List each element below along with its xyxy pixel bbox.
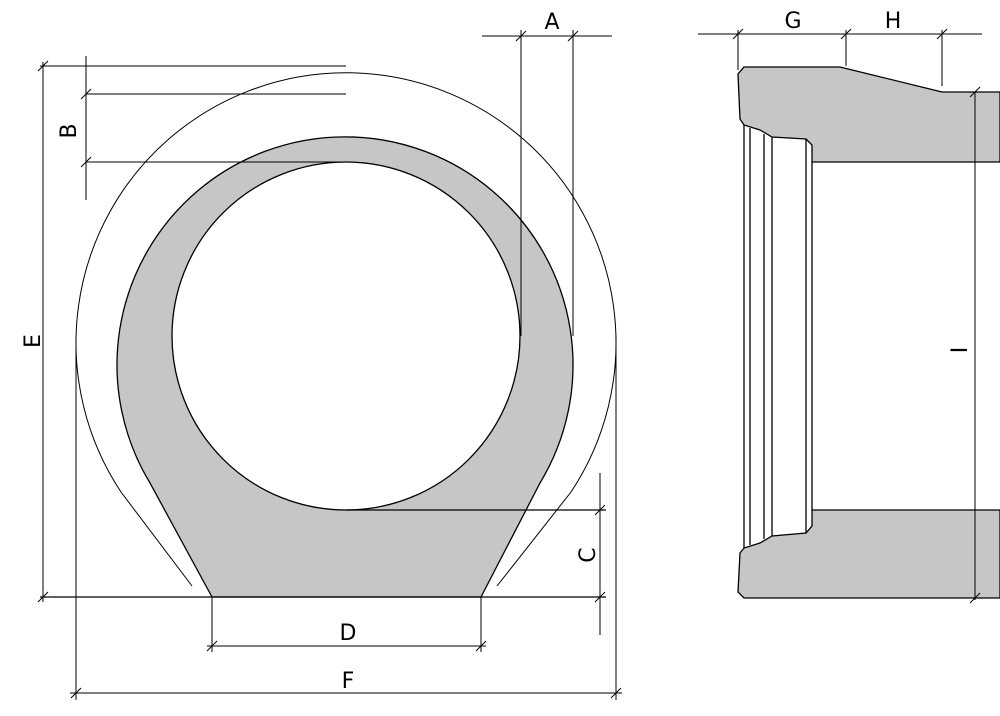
bore-circle [171,161,521,511]
dimension-g-h [698,28,982,86]
front-view [40,72,617,598]
outer-envelope-outline [75,72,617,587]
label-i: I [948,347,973,354]
label-a: A [544,10,559,35]
dimension-f [70,336,622,700]
label-g: G [784,9,801,34]
dimension-d [206,597,487,652]
side-view [737,66,1000,600]
label-h: H [885,9,902,34]
label-b: B [57,123,82,138]
dimension-a [482,30,612,336]
dimension-i [969,86,981,604]
label-d: D [340,621,357,646]
dimension-b [80,56,346,200]
dimension-c [594,473,606,635]
dimension-e [37,60,346,603]
side-top-wall [737,66,1000,163]
label-f: F [342,669,355,694]
label-e: E [21,334,46,348]
side-bottom-wall [737,509,1000,599]
label-c: C [576,547,601,562]
